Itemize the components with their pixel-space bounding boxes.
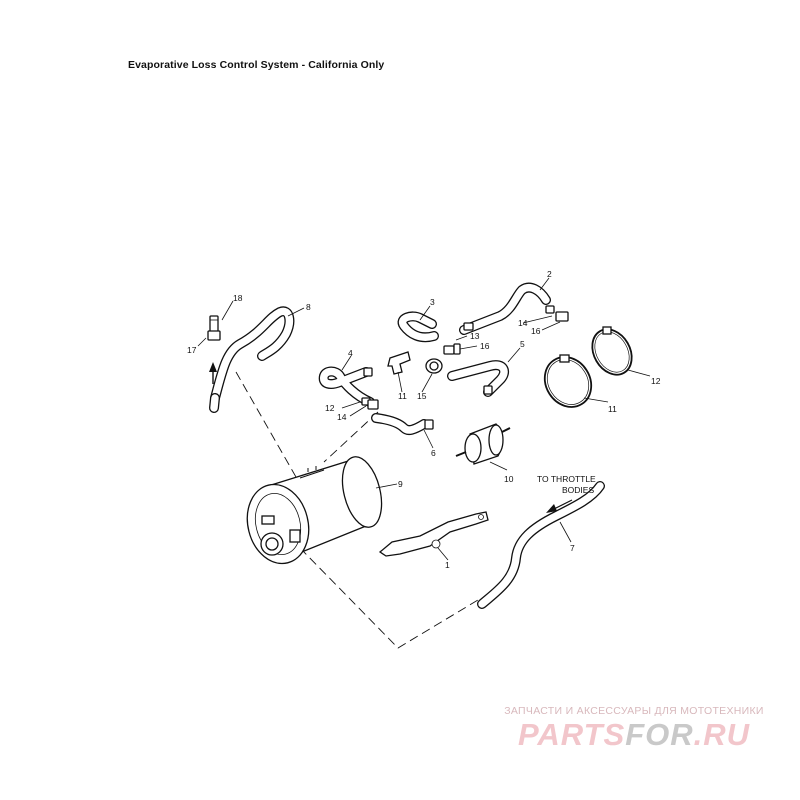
leader-lines: [197, 277, 651, 561]
hose-2: [459, 282, 551, 335]
watermark-logo-parts: PARTS: [517, 717, 626, 752]
callout-16-upper: 16: [480, 341, 490, 351]
callout-1: 1: [445, 560, 450, 570]
watermark-logo: PARTSFOR.RU: [488, 718, 780, 752]
hose-end-fitting: [363, 367, 493, 430]
callout-12: 12: [651, 376, 661, 386]
watermark-logo-for: FOR: [625, 717, 694, 752]
clamp-16-upper: [443, 343, 461, 355]
clamp-ring-11: [543, 354, 593, 408]
watermark: ЗАПЧАСТИ И АКСЕССУАРЫ ДЛЯ МОТОТЕХНИКИ PA…: [488, 705, 780, 752]
callout-11: 11: [608, 404, 617, 414]
callout-18: 18: [233, 293, 243, 303]
hose-3: [397, 311, 439, 343]
clamp-14-right: [545, 305, 555, 314]
dashed-route-vent: [235, 371, 301, 485]
clamp-16-right: [555, 311, 569, 322]
callout-16-right: 16: [531, 326, 541, 336]
callout-3: 3: [430, 297, 435, 307]
callout-17: 17: [187, 345, 197, 355]
check-valve-15: [425, 358, 443, 374]
callout-13: 11: [398, 391, 407, 401]
dashed-route-purge: [299, 547, 479, 649]
callout-14-right: 14: [518, 318, 528, 328]
annotation-line-1: TO THROTTLE: [537, 474, 596, 484]
callout-2: 2: [547, 269, 552, 279]
hose-7: [477, 481, 605, 609]
callout-15: 15: [417, 391, 427, 401]
callout-14-upper: 13: [470, 331, 480, 341]
arrow-down-left-icon: [546, 499, 573, 513]
valve-10: [455, 423, 511, 465]
callout-7: 7: [570, 543, 575, 553]
arrow-up-icon: [209, 362, 217, 384]
callout-14-left: 12: [325, 403, 335, 413]
elbow-fitting-8: [209, 393, 220, 413]
page-title: Evaporative Loss Control System - Califo…: [128, 59, 385, 71]
callout-4: 4: [348, 348, 353, 358]
watermark-logo-ru: .RU: [693, 717, 751, 752]
callout-10: 10: [504, 474, 514, 484]
callout-9: 9: [398, 479, 403, 489]
callout-6: 6: [431, 448, 436, 458]
hose-8: [210, 306, 295, 403]
hose-6: [371, 413, 429, 436]
connector-17: [207, 315, 221, 341]
clamp-14-upper: [463, 322, 474, 331]
dashed-route-tank: [323, 411, 379, 463]
clamp-16-left: [367, 399, 379, 410]
hose-4: [318, 366, 375, 407]
callout-8: 8: [306, 302, 311, 312]
tee-fitting-13: [387, 351, 411, 375]
annotation-line-2: BODIES: [562, 485, 594, 495]
bracket-1: [378, 511, 489, 557]
callout-16-left: 14: [337, 412, 347, 422]
watermark-tagline: ЗАПЧАСТИ И АКСЕССУАРЫ ДЛЯ МОТОТЕХНИКИ: [504, 705, 764, 717]
hose-5: [447, 360, 510, 397]
clamp-ring-12: [591, 326, 633, 376]
callout-5: 5: [520, 339, 525, 349]
canister-9: [246, 456, 383, 565]
